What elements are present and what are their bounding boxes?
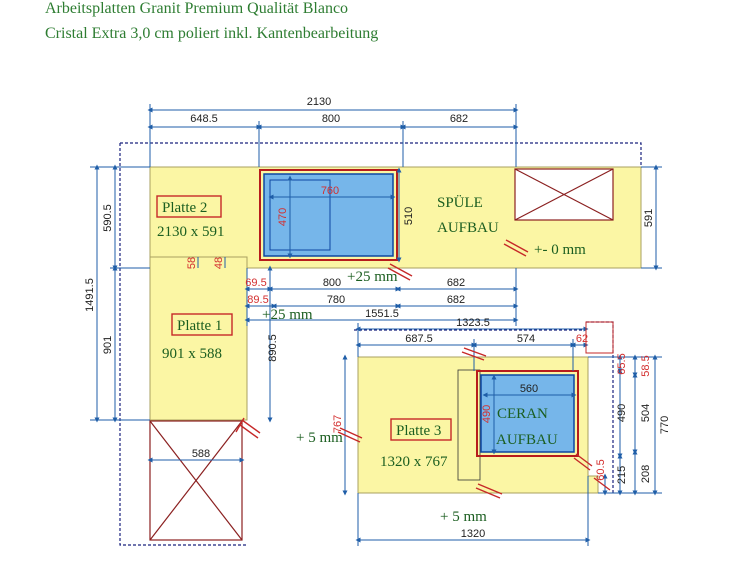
ceran-width: 560 [520,383,538,395]
ceran-hob [480,374,575,453]
dim-top-seg2: 800 [322,113,340,125]
dim-right-d4: 504 [640,404,652,422]
plate-2-name: Platte 2 [162,200,207,216]
plate-3-top-seg2: 574 [517,333,535,345]
plate-2-size: 2130 x 591 [157,224,225,240]
dim-right-d5: 770 [659,416,671,434]
dim-top-total: 2130 [307,96,331,108]
dim-right-d3: 490 [616,404,628,422]
plate-3-name: Platte 3 [396,423,441,439]
plate-3-top-total: 1323.5 [456,317,490,329]
plate-3-top-seg3: 62 [576,333,588,345]
ceran-cutout-outer [476,370,579,457]
dim-top-seg1: 648.5 [190,113,218,125]
spuele-label-2: AUFBAU [437,220,499,236]
dim-right-d7: 215 [616,466,628,484]
dim-notch-a: 58 [186,257,198,269]
plate-3-left-height: 767 [332,415,344,433]
dim-top-seg3: 682 [450,113,468,125]
dim-left-upper: 590.5 [102,204,114,232]
plate-3-label-box [390,418,452,441]
ceran-height: 490 [481,405,493,423]
plate-1-size: 901 x 588 [162,346,222,362]
plate-3-top-seg1: 687.5 [405,333,433,345]
ceran-label-1: CERAN [497,406,548,422]
plate-1 [149,256,248,541]
dim-mid-d1-mid: 800 [323,277,341,289]
dim-mid-d2-mid: 780 [327,294,345,306]
drawing-title-line-1: Arbeitsplatten Granit Premium Qualität B… [45,0,349,17]
dim-mid-d2-right: 682 [447,294,465,306]
dim-mid-d2-left: 89.5 [247,294,268,306]
plate-1-name: Platte 1 [177,318,222,334]
plate-3 [357,356,599,494]
dim-notch-b: 48 [213,257,225,269]
spuele-label-1: SPÜLE [437,194,483,211]
sink-basin [263,173,394,257]
dim-right-d1: 65.5 [616,353,628,374]
ceran-label-2: AUFBAU [496,432,558,448]
plate-2-tolerance: +- 0 mm [534,242,586,258]
plate-2 [149,166,642,269]
sink-inner-basin [269,179,331,251]
plate-1-height: 890.5 [267,334,279,362]
cut-markers [235,239,611,499]
sink-width: 760 [321,185,339,197]
dimension-lines [90,104,662,546]
dim-right-d8: 208 [640,465,652,483]
dim-mid-d1-left: 69.5 [245,277,266,289]
dim-right-d6: 60.5 [595,459,607,480]
plate-1-label-box [171,313,233,336]
plate-3-size: 1320 x 767 [380,454,448,470]
plate-3-bottom-tolerance: + 5 mm [440,509,487,525]
dim-right-591: 591 [643,209,655,227]
plate-2-label-box [156,195,222,218]
sink-outer-height: 510 [403,207,415,225]
drawing-title-line-2: Cristal Extra 3,0 cm poliert inkl. Kante… [45,25,379,42]
plate-3-left-tolerance: + 5 mm [296,430,343,446]
corner-detail-box [585,321,614,354]
dim-mid-d1-right: 682 [447,277,465,289]
dim-left-total: 1491.5 [84,278,96,312]
sink-height: 470 [277,208,289,226]
dim-mid-d1-extra: +25 mm [347,269,398,285]
dim-left-lower: 901 [102,336,114,354]
plate-1-bottom-width: 588 [192,448,210,460]
dim-right-d2: 58.5 [640,355,652,376]
plate-3-bottom-width: 1320 [461,528,485,540]
dim-mid-d3-left: +25 mm [262,307,313,323]
dim-mid-d3-mid: 1551.5 [365,308,399,320]
